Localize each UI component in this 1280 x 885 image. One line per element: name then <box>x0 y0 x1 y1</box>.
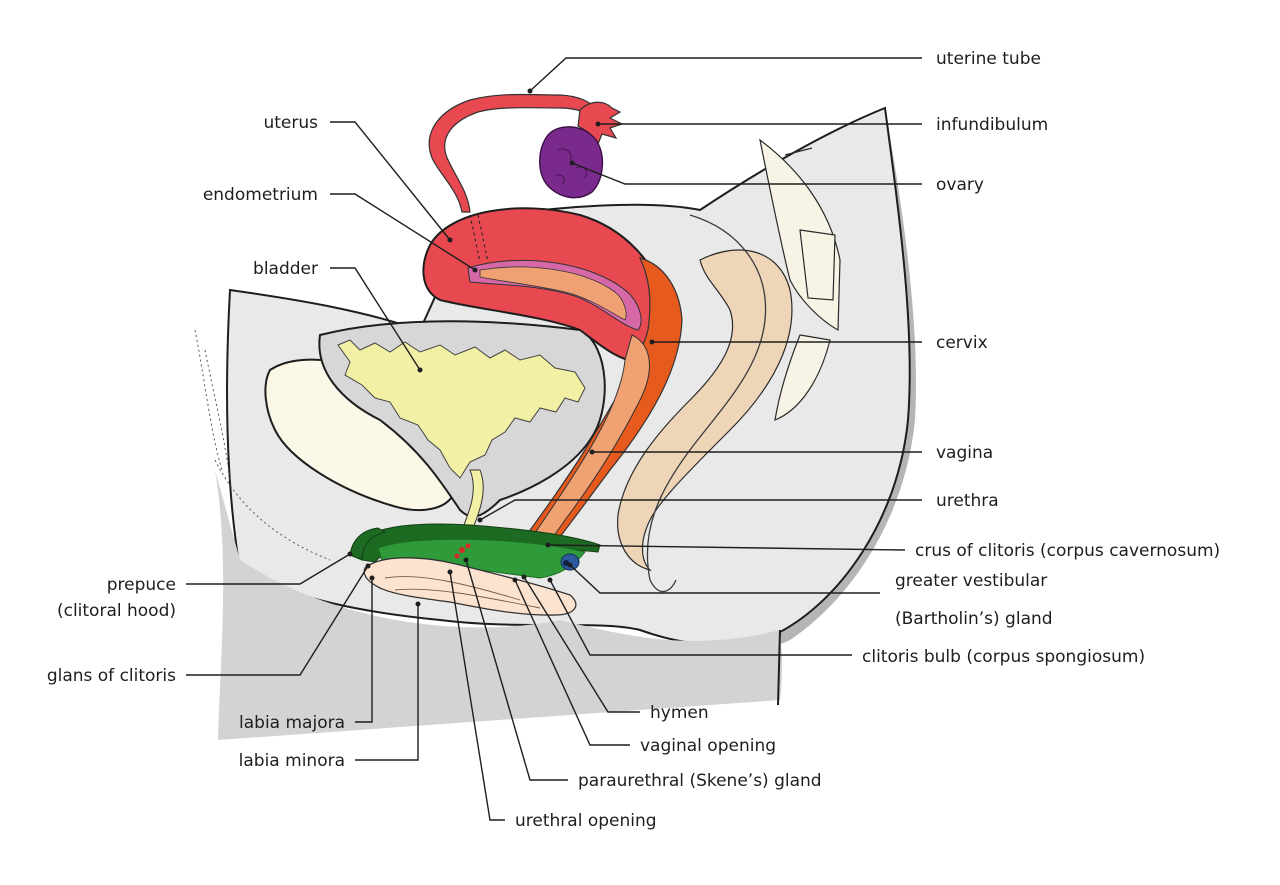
label-bartholin-line1: greater vestibular <box>895 571 1047 591</box>
uterus-group <box>422 207 670 364</box>
thigh-outline <box>777 629 781 706</box>
pubic-hair <box>194 329 331 561</box>
label-uterus: uterus <box>263 113 318 133</box>
skene-gland <box>454 543 471 559</box>
label-bulb: clitoris bulb (corpus spongiosum) <box>862 647 1145 667</box>
leader-lines <box>186 57 922 821</box>
label-urethral-opening: urethral opening <box>515 811 657 831</box>
rectum <box>617 249 793 572</box>
label-infundibulum: infundibulum <box>936 115 1048 135</box>
tube-intramural <box>469 214 489 263</box>
label-bladder: bladder <box>253 259 318 279</box>
label-vagina: vagina <box>936 443 993 463</box>
label-bartholin-line2: (Bartholin’s) gland <box>895 609 1053 629</box>
label-labia-minora: labia minora <box>239 751 345 771</box>
label-urethra: urethra <box>936 491 999 511</box>
label-labia-majora: labia majora <box>239 713 345 733</box>
uterine-cavity <box>479 266 627 321</box>
label-ovary: ovary <box>936 175 984 195</box>
label-crus: crus of clitoris (corpus cavernosum) <box>915 541 1220 561</box>
sacrum <box>759 138 841 421</box>
label-skene: paraurethral (Skene’s) gland <box>578 771 822 791</box>
label-vaginal-opening: vaginal opening <box>640 736 776 756</box>
label-prepuce-line2: (clitoral hood) <box>57 601 176 621</box>
label-glans: glans of clitoris <box>47 666 176 686</box>
label-hymen: hymen <box>650 703 709 723</box>
labels: uterine tube infundibulum ovary uterus e… <box>47 49 1220 831</box>
label-uterine-tube: uterine tube <box>936 49 1041 69</box>
label-cervix: cervix <box>936 333 988 353</box>
label-prepuce-line1: prepuce <box>107 575 176 595</box>
rectal-wall <box>646 214 767 593</box>
bladder <box>337 339 586 479</box>
bartholin-gland <box>560 553 580 571</box>
label-endometrium: endometrium <box>203 185 318 205</box>
thigh-shadow <box>215 470 783 740</box>
prepuce <box>349 527 387 561</box>
